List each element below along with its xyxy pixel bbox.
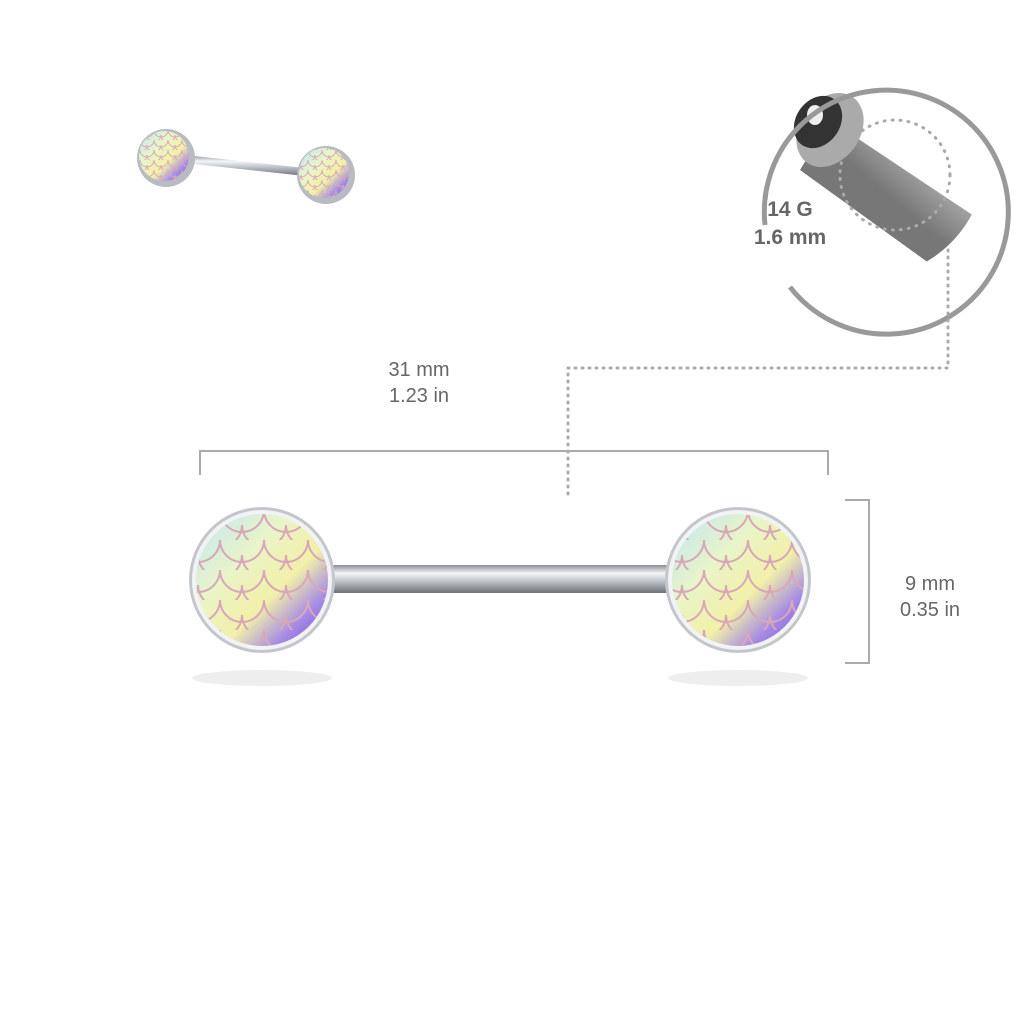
preview-barbell — [137, 129, 355, 204]
length-bracket — [199, 450, 829, 475]
main-barbell — [189, 507, 811, 686]
diameter-label: 9 mm 0.35 in — [880, 571, 980, 623]
gauge-g: 14 G — [767, 198, 813, 221]
ball-right — [665, 507, 811, 653]
diameter-bracket — [845, 499, 870, 664]
length-mm: 31 mm — [388, 359, 450, 381]
dotted-leader-line — [566, 248, 950, 502]
dotted-focus-circle — [838, 118, 952, 232]
diameter-mm: 9 mm — [905, 573, 955, 595]
preview-bar — [185, 155, 305, 176]
thread-detail-zoom — [761, 87, 1011, 337]
barbell-bar — [320, 565, 690, 593]
ball-left — [189, 507, 335, 653]
zoom-circle-outline — [761, 87, 1011, 337]
length-in: 1.23 in — [388, 385, 450, 407]
gauge-label: 14 G 1.6 mm — [740, 196, 840, 252]
diameter-in: 0.35 in — [899, 599, 961, 621]
gauge-mm: 1.6 mm — [753, 226, 827, 249]
length-label: 31 mm 1.23 in — [359, 357, 479, 409]
